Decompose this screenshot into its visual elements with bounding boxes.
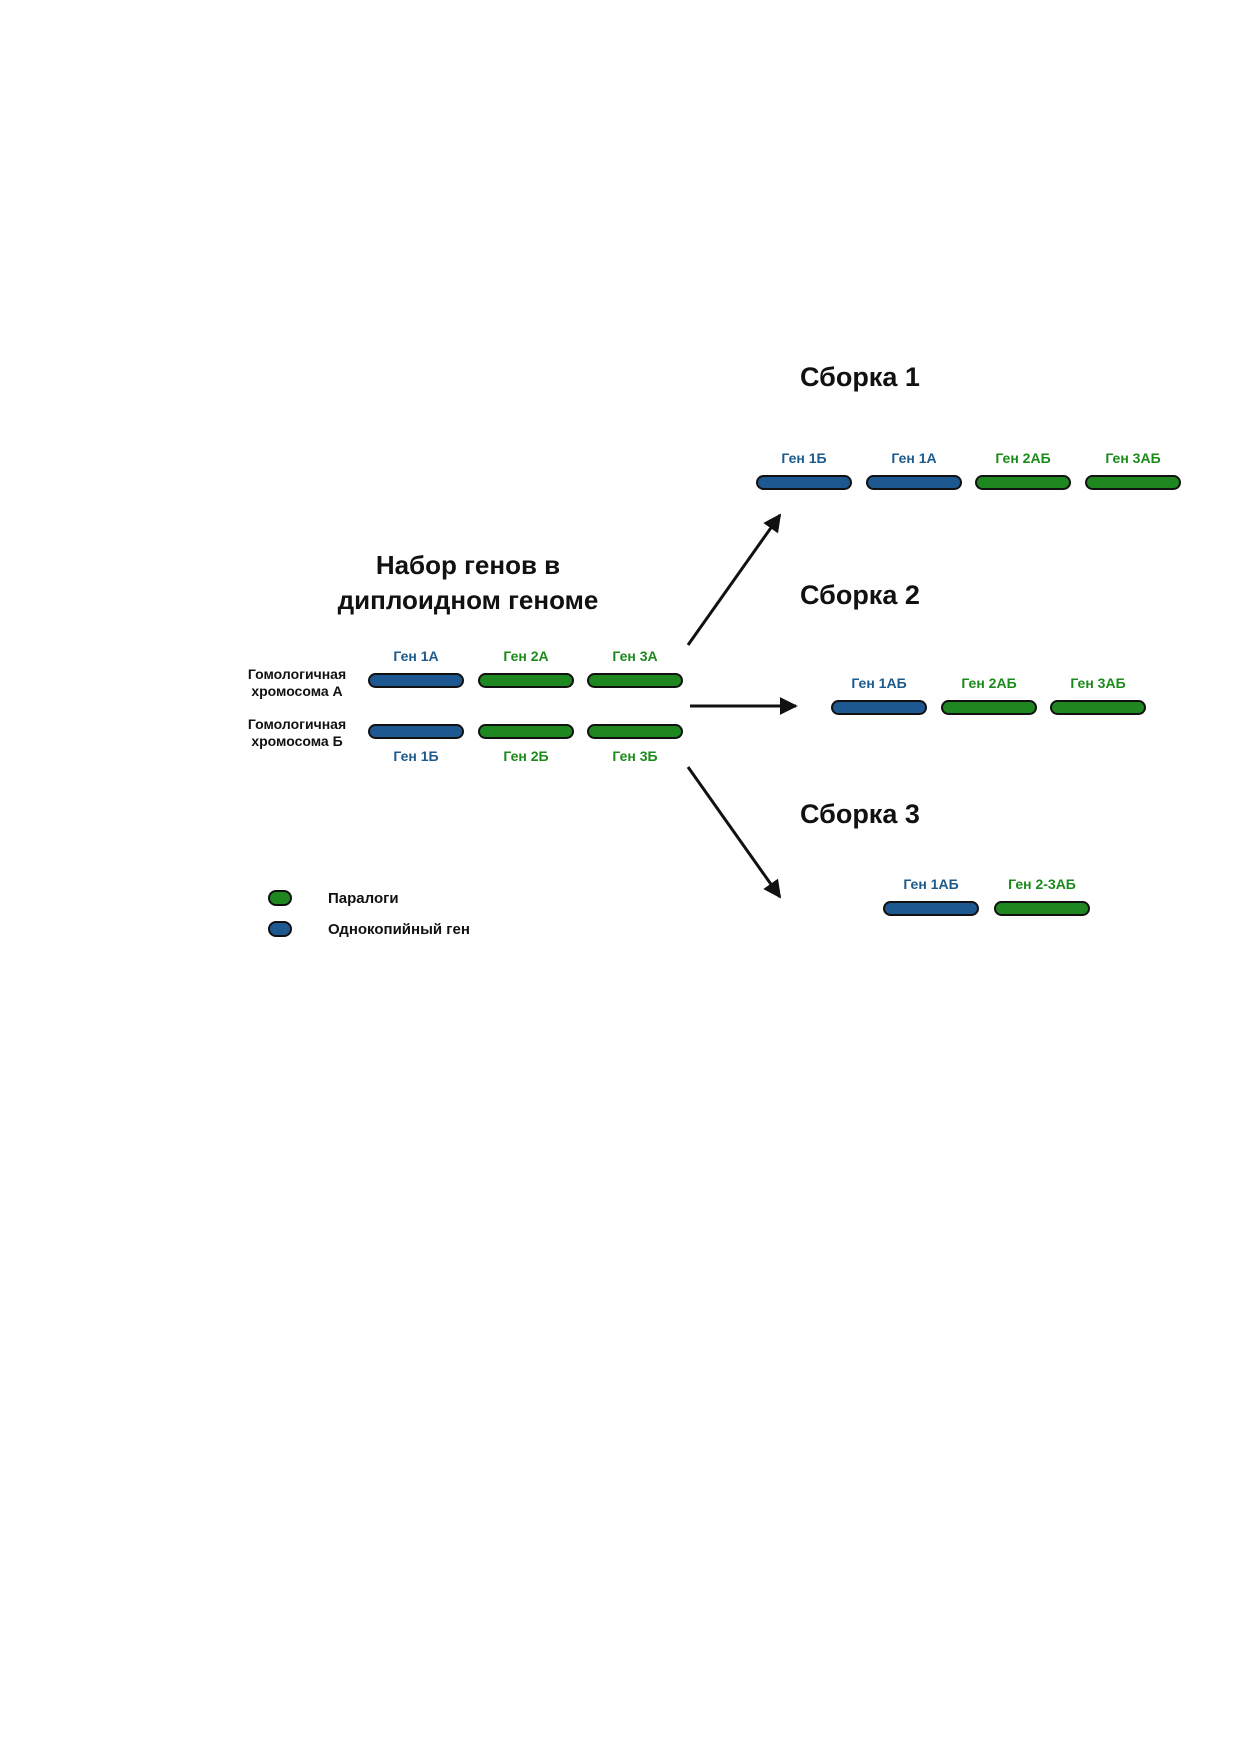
gene-bar [1085, 475, 1181, 490]
gene-label: Ген 3АБ [1105, 450, 1161, 466]
gene-label: Ген 2А [503, 648, 549, 664]
gene-label: Ген 2АБ [961, 675, 1017, 691]
assembly-1-gene-2: Ген 1А [866, 449, 962, 490]
gene-bar [975, 475, 1071, 490]
gene-bar [866, 475, 962, 490]
assembly-1-gene-1: Ген 1Б [756, 449, 852, 490]
gene-bar [756, 475, 852, 490]
gene-bar [994, 901, 1090, 916]
legend-single-label: Однокопийный ген [328, 920, 470, 938]
main-title-line1: Набор генов в [375, 550, 561, 580]
gene-bar [587, 724, 683, 739]
assembly-1-gene-4: Ген 3АБ [1085, 449, 1181, 490]
assembly-2-gene-3: Ген 3АБ [1050, 674, 1146, 715]
gene-label: Ген 2-3АБ [1008, 876, 1076, 892]
chromosome-a-label: Гомологичная хромосома А [247, 666, 347, 699]
gene-3a: Ген 3А [587, 647, 683, 688]
main-title-line2: диплоидном геноме [337, 585, 599, 615]
main-title: Набор генов в диплоидном геноме [258, 548, 678, 618]
assembly-1-gene-3: Ген 2АБ [975, 449, 1071, 490]
gene-label: Ген 2Б [503, 748, 549, 764]
gene-bar [587, 673, 683, 688]
arrow-to-assembly-1 [686, 513, 782, 646]
gene-label: Ген 3АБ [1070, 675, 1126, 691]
chromosome-b-label: Гомологичная хромосома Б [247, 716, 347, 749]
gene-label: Ген 2АБ [995, 450, 1051, 466]
gene-label: Ген 1Б [781, 450, 827, 466]
gene-label: Ген 3А [612, 648, 658, 664]
gene-3b: Ген 3Б [587, 724, 683, 765]
assembly-3-title: Сборка 3 [800, 799, 920, 829]
legend-single-copy: Однокопийный ген [268, 918, 470, 940]
gene-label: Ген 1Б [393, 748, 439, 764]
gene-bar [941, 700, 1037, 715]
legend-paralog-swatch [268, 890, 292, 906]
legend-paralogs: Паралоги [268, 887, 399, 909]
gene-2a: Ген 2А [478, 647, 574, 688]
assembly-2-gene-1: Ген 1АБ [831, 674, 927, 715]
gene-bar [478, 673, 574, 688]
gene-bar [368, 673, 464, 688]
gene-bar [478, 724, 574, 739]
gene-bar [831, 700, 927, 715]
gene-label: Ген 1АБ [903, 876, 959, 892]
gene-1a: Ген 1А [368, 647, 464, 688]
gene-bar [883, 901, 979, 916]
gene-2b: Ген 2Б [478, 724, 574, 765]
assembly-2-gene-2: Ген 2АБ [941, 674, 1037, 715]
gene-label: Ген 1А [393, 648, 439, 664]
assembly-3-gene-1: Ген 1АБ [883, 875, 979, 916]
gene-label: Ген 3Б [612, 748, 658, 764]
assembly-2-title: Сборка 2 [800, 580, 920, 610]
gene-label: Ген 1А [891, 450, 937, 466]
legend-paralog-label: Паралоги [328, 889, 399, 907]
gene-1b: Ген 1Б [368, 724, 464, 765]
legend-single-swatch [268, 921, 292, 937]
assembly-1-title: Сборка 1 [800, 362, 920, 392]
gene-bar [368, 724, 464, 739]
gene-bar [1050, 700, 1146, 715]
arrow-to-assembly-3 [686, 766, 782, 899]
gene-label: Ген 1АБ [851, 675, 907, 691]
assembly-3-gene-2: Ген 2-3АБ [994, 875, 1090, 916]
